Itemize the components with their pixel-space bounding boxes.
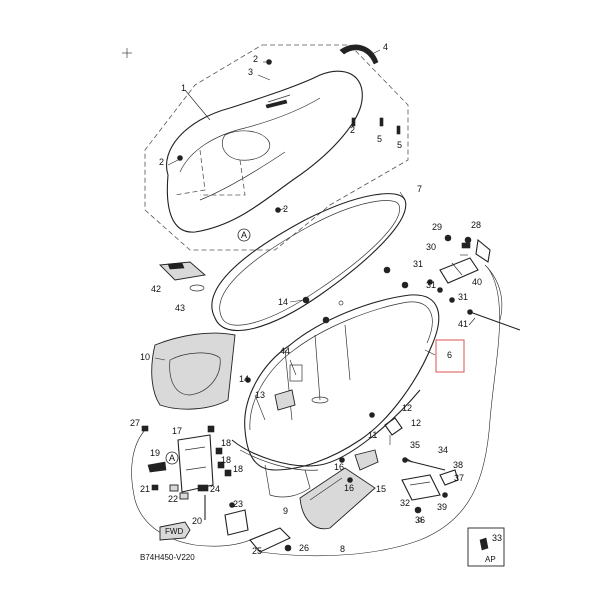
o-ring (189, 284, 205, 292)
callout-42: 42 (151, 284, 161, 294)
linkage (197, 484, 292, 553)
callout-2: 2 (253, 54, 258, 64)
callout-2: 2 (283, 204, 288, 214)
callout-21: 21 (140, 484, 150, 494)
callout-11: 11 (368, 430, 377, 440)
callout-35: 35 (410, 440, 420, 450)
callout-labels: 1 2 2 2 2 3 4 5 5 6 7 8 9 10 11 12 12 13… (130, 42, 502, 556)
seat-lock-assembly (259, 234, 521, 557)
callout-1: 1 (181, 83, 186, 93)
crosshair-icon (122, 48, 132, 58)
fwd-label: FWD (165, 527, 183, 536)
callout-25: 25 (252, 546, 262, 556)
callout-17: 17 (172, 426, 182, 436)
callout-4: 4 (383, 42, 388, 52)
callout-16: 16 (344, 483, 354, 493)
callout-3: 3 (248, 67, 253, 77)
callout-18: 18 (221, 455, 231, 465)
callout-20: 20 (192, 516, 202, 526)
callout-44: 44 (280, 346, 290, 356)
callout-5: 5 (377, 134, 382, 144)
callout-34: 34 (438, 445, 448, 455)
callout-5: 5 (397, 140, 402, 150)
inset-box: AP (467, 527, 505, 567)
seat-seal (211, 193, 407, 332)
inner-cover (151, 332, 236, 410)
callout-24: 24 (210, 484, 220, 494)
callout-31: 31 (458, 292, 468, 302)
callout-30: 30 (426, 242, 436, 252)
callout-15: 15 (376, 484, 386, 494)
screws (245, 266, 409, 483)
callout-8: 8 (340, 544, 345, 554)
callout-27: 27 (130, 418, 140, 428)
rod-assembly (402, 457, 446, 471)
seat-logo (265, 99, 288, 109)
callout-12: 12 (402, 403, 412, 413)
callout-9: 9 (283, 506, 288, 516)
callout-7: 7 (417, 184, 422, 194)
callout-31: 31 (426, 280, 436, 290)
fwd-arrow-icon: FWD (159, 521, 191, 541)
callout-16: 16 (334, 462, 344, 472)
seat-trim (339, 44, 379, 65)
highlight-box (435, 339, 465, 373)
lower-latch (401, 469, 459, 523)
storage-box (231, 294, 440, 498)
panel-8 (299, 467, 376, 530)
callout-40: 40 (472, 277, 482, 287)
ref-mark-a1: A (237, 228, 251, 242)
seat (166, 70, 363, 233)
callout-39: 39 (437, 502, 447, 512)
callout-10: 10 (140, 352, 150, 362)
svg-text:A: A (241, 230, 247, 240)
callout-26: 26 (299, 543, 309, 553)
callout-19: 19 (150, 448, 160, 458)
callout-31: 31 (413, 259, 423, 269)
callout-23: 23 (233, 499, 243, 509)
callout-43: 43 (175, 303, 185, 313)
callout-14: 14 (278, 297, 288, 307)
callout-2: 2 (350, 125, 355, 135)
callout-41: 41 (458, 319, 468, 329)
ref-mark-a2: A (165, 451, 179, 465)
callout-22: 22 (168, 494, 178, 504)
cable-27 (131, 429, 256, 547)
callout-28: 28 (471, 220, 481, 230)
callout-14: 14 (239, 374, 249, 384)
callout-33: 33 (492, 533, 502, 543)
leader-lines (154, 49, 476, 421)
callout-2: 2 (159, 157, 164, 167)
callout-6: 6 (447, 350, 452, 360)
hooks (369, 412, 403, 445)
callout-37: 37 (454, 473, 464, 483)
seat-group-boundary (144, 44, 409, 251)
callout-18: 18 (233, 464, 243, 474)
drawing-code: B74H450-V220 (140, 553, 195, 562)
callout-36: 36 (415, 515, 425, 525)
bracket-assembly (147, 425, 232, 500)
seat-bolts (177, 59, 401, 213)
callout-29: 29 (432, 222, 442, 232)
callout-12: 12 (411, 418, 421, 428)
document-holder (159, 261, 207, 281)
callout-13: 13 (255, 390, 265, 400)
callout-18: 18 (221, 438, 231, 448)
callout-38: 38 (453, 460, 463, 470)
callout-32: 32 (400, 498, 410, 508)
corner-label: AP (485, 555, 496, 564)
svg-text:A: A (169, 453, 175, 463)
